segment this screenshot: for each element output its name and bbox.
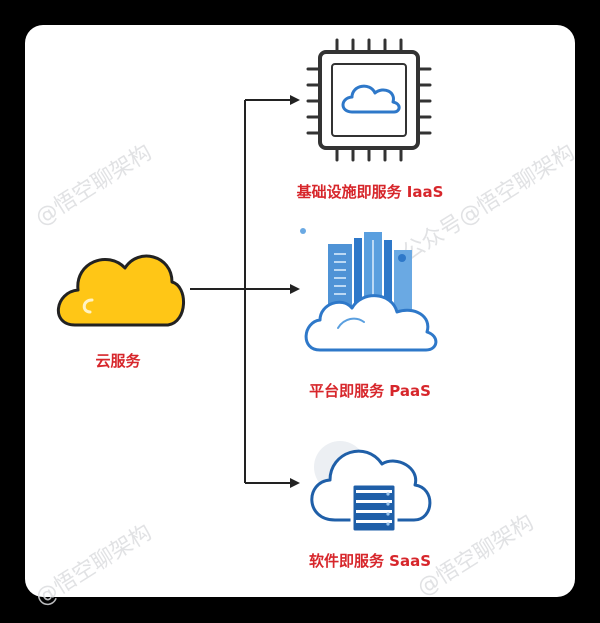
yellow-cloud-icon xyxy=(57,254,185,327)
server-cloud-icon xyxy=(310,441,432,534)
iaas-label: 基础设施即服务 IaaS xyxy=(296,183,444,201)
building-cloud-icon xyxy=(300,228,438,352)
paas-label: 平台即服务 PaaS xyxy=(309,382,431,400)
source-label: 云服务 xyxy=(95,352,141,370)
saas-label: 软件即服务 SaaS xyxy=(308,552,432,570)
connector-lines xyxy=(190,95,300,488)
chip-cloud-icon xyxy=(306,38,432,162)
